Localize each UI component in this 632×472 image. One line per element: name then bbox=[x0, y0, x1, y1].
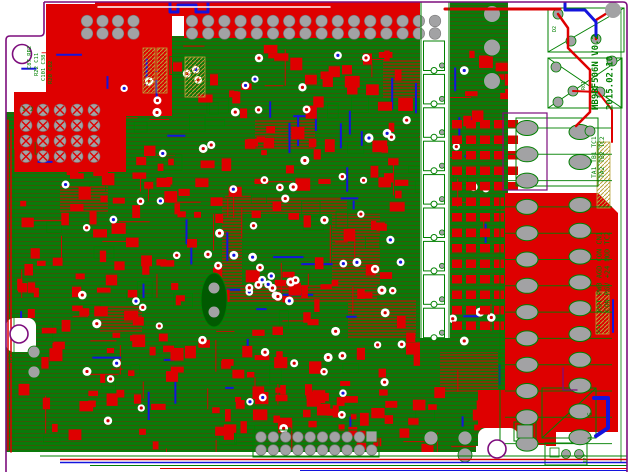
label-a[interactable]: A bbox=[587, 436, 594, 440]
big-round-pads bbox=[483, 5, 501, 90]
board-date-label[interactable]: 2015.02.10 bbox=[606, 56, 616, 110]
jumper-jp2[interactable] bbox=[549, 447, 584, 459]
label-rc1[interactable]: RC1 bbox=[581, 81, 587, 90]
misc-round-pads bbox=[27, 8, 618, 463]
label-r22[interactable]: R22 C11 bbox=[34, 53, 40, 76]
smd-pad-scatter bbox=[17, 44, 530, 472]
label-pin1[interactable]: 1 bbox=[22, 106, 26, 113]
label-e[interactable]: E bbox=[587, 412, 594, 416]
red-pad-grid bbox=[452, 120, 518, 330]
board-outline bbox=[5, 1, 628, 472]
via-scatter bbox=[61, 51, 496, 433]
purple-connector-outline bbox=[502, 112, 548, 191]
bottom-bus-traces bbox=[40, 455, 627, 471]
gray-square-pad bbox=[516, 424, 534, 439]
right-oval-col-2[interactable] bbox=[568, 197, 592, 446]
label-r72[interactable]: R72 bbox=[8, 352, 15, 363]
label-sc1[interactable]: SC1 bbox=[596, 324, 602, 334]
label-r20[interactable]: R20 C82 bbox=[48, 61, 54, 84]
gray-square-pad bbox=[365, 430, 378, 443]
top-header[interactable] bbox=[185, 14, 442, 40]
label-d2[interactable]: D2 bbox=[552, 26, 558, 32]
top-left-header[interactable] bbox=[80, 14, 140, 40]
tan-hatch-components bbox=[142, 47, 611, 335]
left-dnp-header[interactable] bbox=[19, 103, 101, 163]
board-name-label[interactable]: MB9BF506N V0.2 bbox=[591, 34, 601, 110]
label-ta1[interactable]: TA1 TB1 TC1 bbox=[591, 136, 598, 178]
mounting-holes bbox=[9, 43, 507, 459]
right-oval-col-1[interactable] bbox=[505, 120, 612, 452]
label-pin2[interactable]: 2 bbox=[30, 106, 34, 113]
unplated-hole bbox=[605, 2, 621, 18]
label-c87[interactable]: C87 RP2 bbox=[27, 46, 33, 69]
label-jp2[interactable]: JP2 bbox=[583, 454, 589, 464]
label-con-col1[interactable]: RST PWB AGD CON CN1 bbox=[596, 232, 604, 312]
crystal-component[interactable] bbox=[200, 272, 228, 328]
label-ta2[interactable]: TA2 TB2 TC2 bbox=[599, 136, 606, 178]
label-con-col2[interactable]: CON RGV +24 MOD TC2 bbox=[604, 232, 612, 312]
dip-component-column[interactable] bbox=[423, 40, 445, 342]
bottom-header[interactable] bbox=[255, 431, 378, 456]
label-c101[interactable]: C101 C38 bbox=[41, 55, 47, 82]
